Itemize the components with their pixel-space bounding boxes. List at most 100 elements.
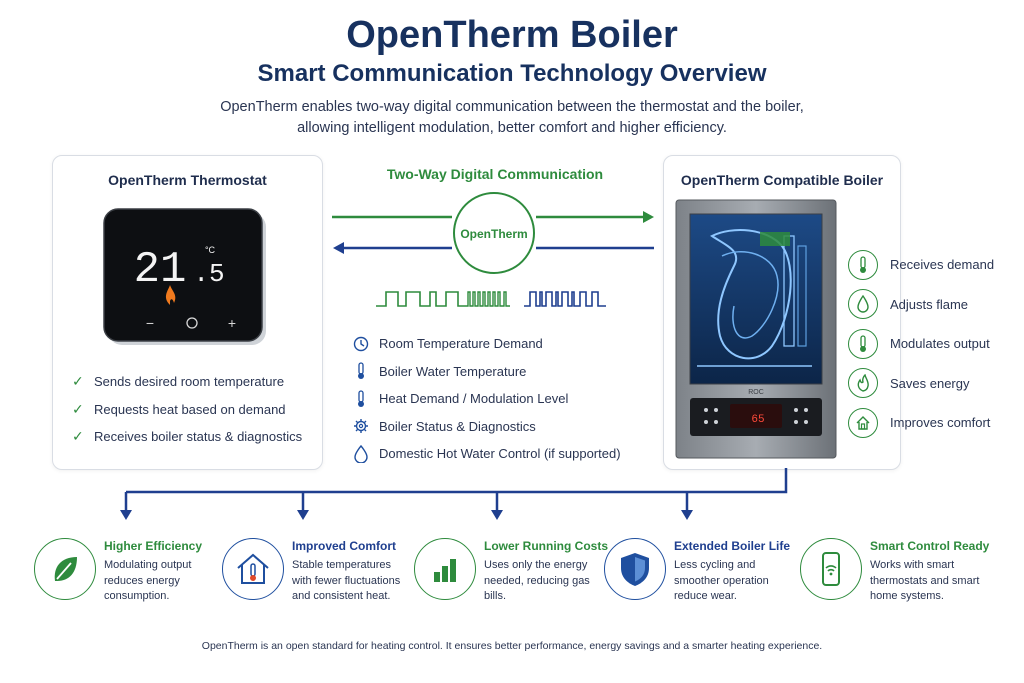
check-icon: ✓ <box>72 428 84 445</box>
arrow-head-right-icon <box>643 211 654 223</box>
signal-label: Domestic Hot Water Control (if supported… <box>379 446 621 462</box>
flame-icon <box>165 285 176 305</box>
check-icon: ✓ <box>72 373 84 390</box>
thermostat-display-main: 21 <box>134 245 187 295</box>
droplet-icon <box>848 289 878 320</box>
flame-icon <box>848 368 878 399</box>
list-item: Domestic Hot Water Control (if supported… <box>353 440 621 468</box>
boiler-button[interactable] <box>804 420 808 424</box>
boiler-button[interactable] <box>714 420 718 424</box>
clock-icon <box>353 336 379 352</box>
boiler-button[interactable] <box>804 408 808 412</box>
thermostat-display-decimal: .5 <box>193 259 224 289</box>
list-item: Boiler Water Temperature <box>353 358 621 386</box>
benefit-title: Extended Boiler Life <box>674 539 791 553</box>
boiler-device: ROC 65 <box>675 199 837 459</box>
signal-label: Heat Demand / Modulation Level <box>379 391 569 407</box>
opentherm-hub <box>453 192 535 274</box>
communication-title: Two-Way Digital Communication <box>386 166 604 182</box>
leaf-icon <box>34 538 96 600</box>
arrow-head-down-icon <box>491 510 503 520</box>
feature-label: Sends desired room temperature <box>94 374 285 390</box>
home-thermometer-icon <box>222 538 284 600</box>
feature-label: Modulates output <box>890 336 990 352</box>
signal-label: Boiler Status & Diagnostics <box>379 418 536 434</box>
feature-label: Receives demand <box>890 257 995 273</box>
arrow-head-down-icon <box>681 510 693 520</box>
thermostat-minus-button[interactable]: − <box>146 315 154 331</box>
droplet-icon <box>353 444 379 463</box>
boiler-button[interactable] <box>714 408 718 412</box>
thermometer-icon <box>848 328 878 359</box>
feature-label: Adjusts flame <box>890 296 969 312</box>
benefit-higher-efficiency: Higher Efficiency Modulating output redu… <box>34 538 224 602</box>
boiler-button[interactable] <box>704 408 708 412</box>
communication-diagram: OpenTherm <box>332 192 654 307</box>
boiler-button[interactable] <box>794 408 798 412</box>
list-item: Room Temperature Demand <box>353 330 621 358</box>
benefit-lower-running-costs: Lower Running Costs Uses only the energy… <box>414 538 608 602</box>
bar-chart-icon <box>414 538 476 600</box>
thermostat-unit: °C <box>205 245 216 255</box>
list-item: Receives demand <box>848 245 994 285</box>
thermostat-title: OpenTherm Thermostat <box>108 172 267 188</box>
thermometer-icon <box>848 249 878 280</box>
digital-signal-waveform <box>376 291 606 307</box>
intro-line-1: OpenTherm enables two-way digital commun… <box>220 99 804 115</box>
arrow-head-left-icon <box>333 242 344 254</box>
list-item: Modulates output <box>848 324 994 364</box>
boiler-feature-list: Receives demand Adjusts flame Modulates … <box>848 245 994 443</box>
benefit-title: Improved Comfort <box>292 539 397 553</box>
signal-label: Room Temperature Demand <box>379 336 543 352</box>
benefit-text: Uses only the energy needed, reducing ga… <box>484 559 590 602</box>
feature-label: Requests heat based on demand <box>94 401 286 417</box>
thermostat-plus-button[interactable]: + <box>228 315 236 331</box>
hub-label: OpenTherm <box>460 227 527 241</box>
feature-label: Receives boiler status & diagnostics <box>94 429 303 445</box>
benefit-text: Less cycling and smoother operation redu… <box>674 559 769 602</box>
thermostat-center-button[interactable] <box>186 317 198 329</box>
list-item: Saves energy <box>848 364 994 404</box>
benefit-improved-comfort: Improved Comfort Stable temperatures wit… <box>222 538 412 602</box>
shield-icon <box>604 538 666 600</box>
footer-note: OpenTherm is an open standard for heatin… <box>201 640 823 652</box>
list-item: ✓ Requests heat based on demand <box>72 396 302 424</box>
signal-label: Boiler Water Temperature <box>379 363 527 379</box>
boiler-button[interactable] <box>704 420 708 424</box>
boiler-button[interactable] <box>794 420 798 424</box>
list-item: Adjusts flame <box>848 285 994 325</box>
benefit-title: Lower Running Costs <box>484 539 608 553</box>
benefit-title: Smart Control Ready <box>870 539 990 553</box>
benefit-title: Higher Efficiency <box>104 539 203 553</box>
smartphone-wifi-icon <box>800 538 862 600</box>
list-item: Heat Demand / Modulation Level <box>353 385 621 413</box>
arrow-head-down-icon <box>120 510 132 520</box>
list-item: ✓ Receives boiler status & diagnostics <box>72 423 302 451</box>
list-item: Improves comfort <box>848 403 994 443</box>
gear-icon <box>353 418 379 434</box>
benefit-smart-control-ready: Smart Control Ready Works with smart the… <box>800 538 990 602</box>
thermometer-icon <box>353 390 379 408</box>
benefit-extended-boiler-life: Extended Boiler Life Less cycling and sm… <box>604 538 794 602</box>
signal-list: Room Temperature Demand Boiler Water Tem… <box>353 330 621 468</box>
check-icon: ✓ <box>72 400 84 417</box>
boiler-brand: ROC <box>748 389 764 396</box>
arrow-head-down-icon <box>297 510 309 520</box>
home-icon <box>848 407 878 438</box>
boiler-title: OpenTherm Compatible Boiler <box>680 172 884 188</box>
thermostat-device: 21 .5 °C − + <box>103 208 266 345</box>
benefit-text: Modulating output reduces energy consump… <box>104 559 192 602</box>
feature-label: Improves comfort <box>890 415 991 431</box>
page-subtitle: Smart Communication Technology Overview <box>257 60 767 87</box>
intro-text: OpenTherm enables two-way digital commun… <box>150 97 874 139</box>
page-title: OpenTherm Boiler <box>346 14 678 56</box>
boiler-display: 65 <box>751 414 764 426</box>
list-item: Boiler Status & Diagnostics <box>353 413 621 441</box>
feature-label: Saves energy <box>890 375 970 391</box>
intro-line-2: allowing intelligent modulation, better … <box>297 120 727 136</box>
benefit-text: Works with smart thermostats and smart h… <box>870 559 980 602</box>
thermometer-icon <box>353 362 379 380</box>
benefit-text: Stable temperatures with fewer fluctuati… <box>292 559 401 602</box>
list-item: ✓ Sends desired room temperature <box>72 368 302 396</box>
